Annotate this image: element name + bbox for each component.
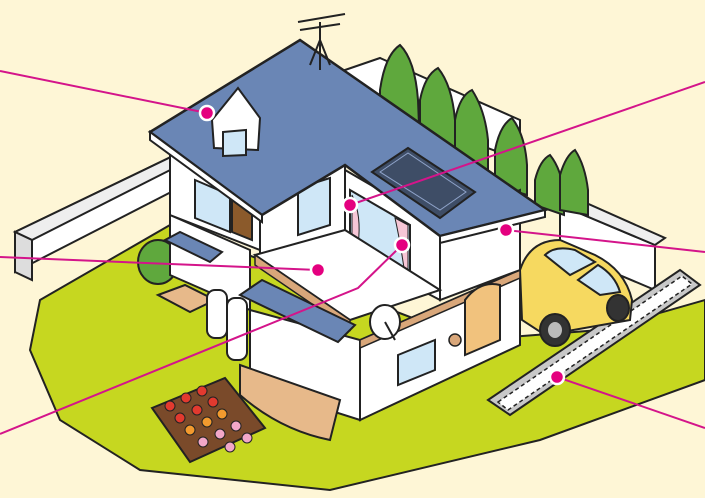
satellite-dish (370, 305, 400, 340)
callout-dot-roof (200, 106, 214, 120)
callout-dot-balcony (311, 263, 325, 277)
callout-dot-outer-wall (499, 223, 513, 237)
callout-line-roof (0, 71, 207, 113)
callout-dot-drain-grate (550, 370, 564, 384)
callout-dot-window (343, 198, 357, 212)
hanging-flower (449, 334, 461, 346)
callout-dot-balcony-window (395, 238, 409, 252)
